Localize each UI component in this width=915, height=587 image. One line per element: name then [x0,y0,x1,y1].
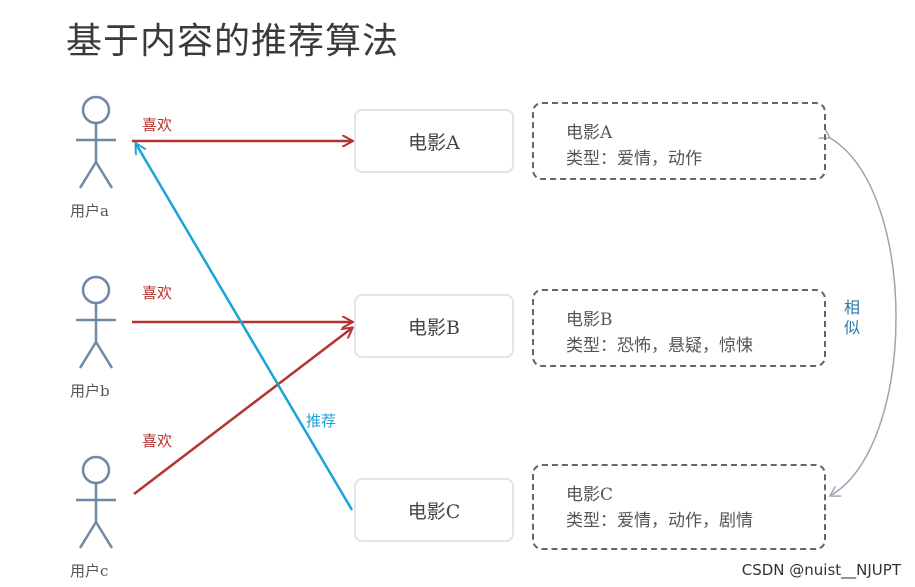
like-label-a: 喜欢 [142,116,173,134]
like-label-b: 喜欢 [142,284,173,302]
similarity-arc [830,138,897,496]
user-b-label: 用户b [70,382,110,400]
user-c-label: 用户c [70,562,109,580]
user-c-figure-icon [76,455,116,549]
like-label-c: 喜欢 [142,432,173,450]
movie-c-info-name: 电影C [566,485,614,505]
movie-c-info-genre: 类型：爱情，动作，剧情 [566,511,753,531]
movie-a-node: 电影A [354,109,514,173]
user-b-figure-icon [76,275,116,369]
watermark: CSDN @nuist__NJUPT [741,561,901,579]
movie-b-info-genre: 类型：恐怖，悬疑，惊悚 [566,336,753,356]
like-arrow-c [133,328,352,495]
user-a-label: 用户a [70,202,109,220]
movie-b-node: 电影B [354,294,514,358]
movie-c-info: 电影C 类型：爱情，动作，剧情 [532,464,826,550]
movie-a-info: 电影A 类型：爱情，动作 [532,102,826,180]
movie-a-info-name: 电影A [566,123,613,143]
movie-c-node: 电影C [354,478,514,542]
movie-b-info-name: 电影B [566,310,613,330]
user-a-figure-icon [76,95,116,189]
page-title: 基于内容的推荐算法 [66,21,400,62]
movie-b-info: 电影B 类型：恐怖，悬疑，惊悚 [532,289,826,367]
recommend-label: 推荐 [306,412,337,430]
recommend-arrow [136,144,354,511]
similar-label: 相似 [843,298,860,337]
movie-a-info-genre: 类型：爱情，动作 [566,149,702,169]
